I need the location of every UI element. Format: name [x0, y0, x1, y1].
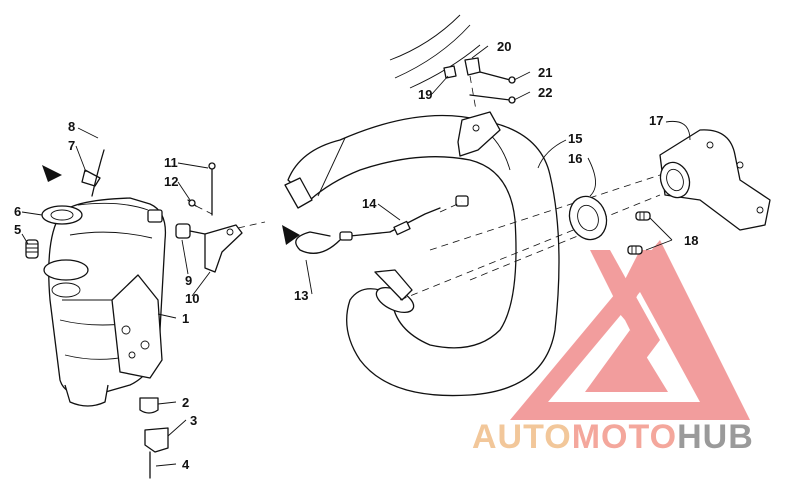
bracket-3 [144, 427, 169, 453]
spring-5 [25, 239, 39, 259]
chassis-mount [389, 14, 516, 111]
exhaust-header-pipe [287, 114, 560, 397]
muffler-bracket [111, 274, 163, 379]
callout-5: 5 [14, 222, 21, 237]
muffler-inlet [43, 259, 89, 281]
callout-19: 19 [418, 87, 432, 102]
callout-21: 21 [538, 65, 552, 80]
manifold-assembly [568, 129, 771, 255]
callout-9: 9 [185, 273, 192, 288]
callout-8: 8 [68, 119, 75, 134]
watermark-text: AUTOMOTOHUB [472, 418, 754, 456]
spring-18a [635, 211, 651, 221]
callout-7: 7 [68, 138, 75, 153]
callout-17: 17 [649, 113, 663, 128]
pipe-outlet [284, 177, 313, 209]
callout-18: 18 [684, 233, 698, 248]
watermark-auto: AUTO [472, 418, 572, 456]
bolt-21 [479, 71, 511, 81]
svg-text:AUTOMOTOHUB: AUTOMOTOHUB [472, 418, 754, 456]
mount-bracket-20 [464, 57, 481, 76]
pipe-hanger-bracket [457, 111, 501, 157]
direction-arrow-left [42, 165, 62, 182]
watermark-m-right [612, 250, 660, 320]
callout-labels: 1 2 3 4 5 6 7 8 9 10 11 12 13 14 15 16 1… [14, 39, 698, 472]
callout-3: 3 [190, 413, 197, 428]
leader-lines [21, 45, 691, 467]
watermark-hub: HUB [677, 418, 754, 456]
callout-15: 15 [568, 131, 582, 146]
callout-12: 12 [164, 174, 178, 189]
callout-4: 4 [182, 457, 190, 472]
bolt-22 [469, 94, 511, 101]
pin-8 [91, 149, 105, 197]
exhaust-pipe-assembly [282, 111, 661, 397]
callout-14: 14 [362, 196, 377, 211]
callout-10: 10 [185, 291, 199, 306]
callout-6: 6 [14, 204, 21, 219]
callout-2: 2 [182, 395, 189, 410]
callout-1: 1 [182, 311, 189, 326]
callout-13: 13 [294, 288, 308, 303]
grommet-2 [139, 397, 159, 414]
watermark-triangle-core [585, 330, 668, 392]
callout-11: 11 [164, 155, 178, 170]
muffler-outlet [64, 384, 109, 407]
chassis-frame-sketch [389, 14, 481, 89]
muffler-assembly [25, 149, 266, 479]
nut-19 [443, 65, 457, 79]
spring-18b [627, 245, 643, 255]
mount-plate-10 [204, 224, 243, 273]
sensor-plug [455, 195, 469, 207]
callout-22: 22 [538, 85, 552, 100]
callout-16: 16 [568, 151, 582, 166]
gasket-ring-16 [568, 195, 608, 241]
exhaust-manifold-17 [659, 129, 771, 231]
watermark-moto: MOTO [572, 418, 677, 456]
callout-20: 20 [497, 39, 511, 54]
direction-arrow-mid [282, 225, 300, 245]
watermark-logo [510, 240, 750, 420]
wire-harness-13 [295, 231, 341, 254]
gasket-ring [41, 205, 83, 225]
bushing-9 [175, 223, 191, 239]
